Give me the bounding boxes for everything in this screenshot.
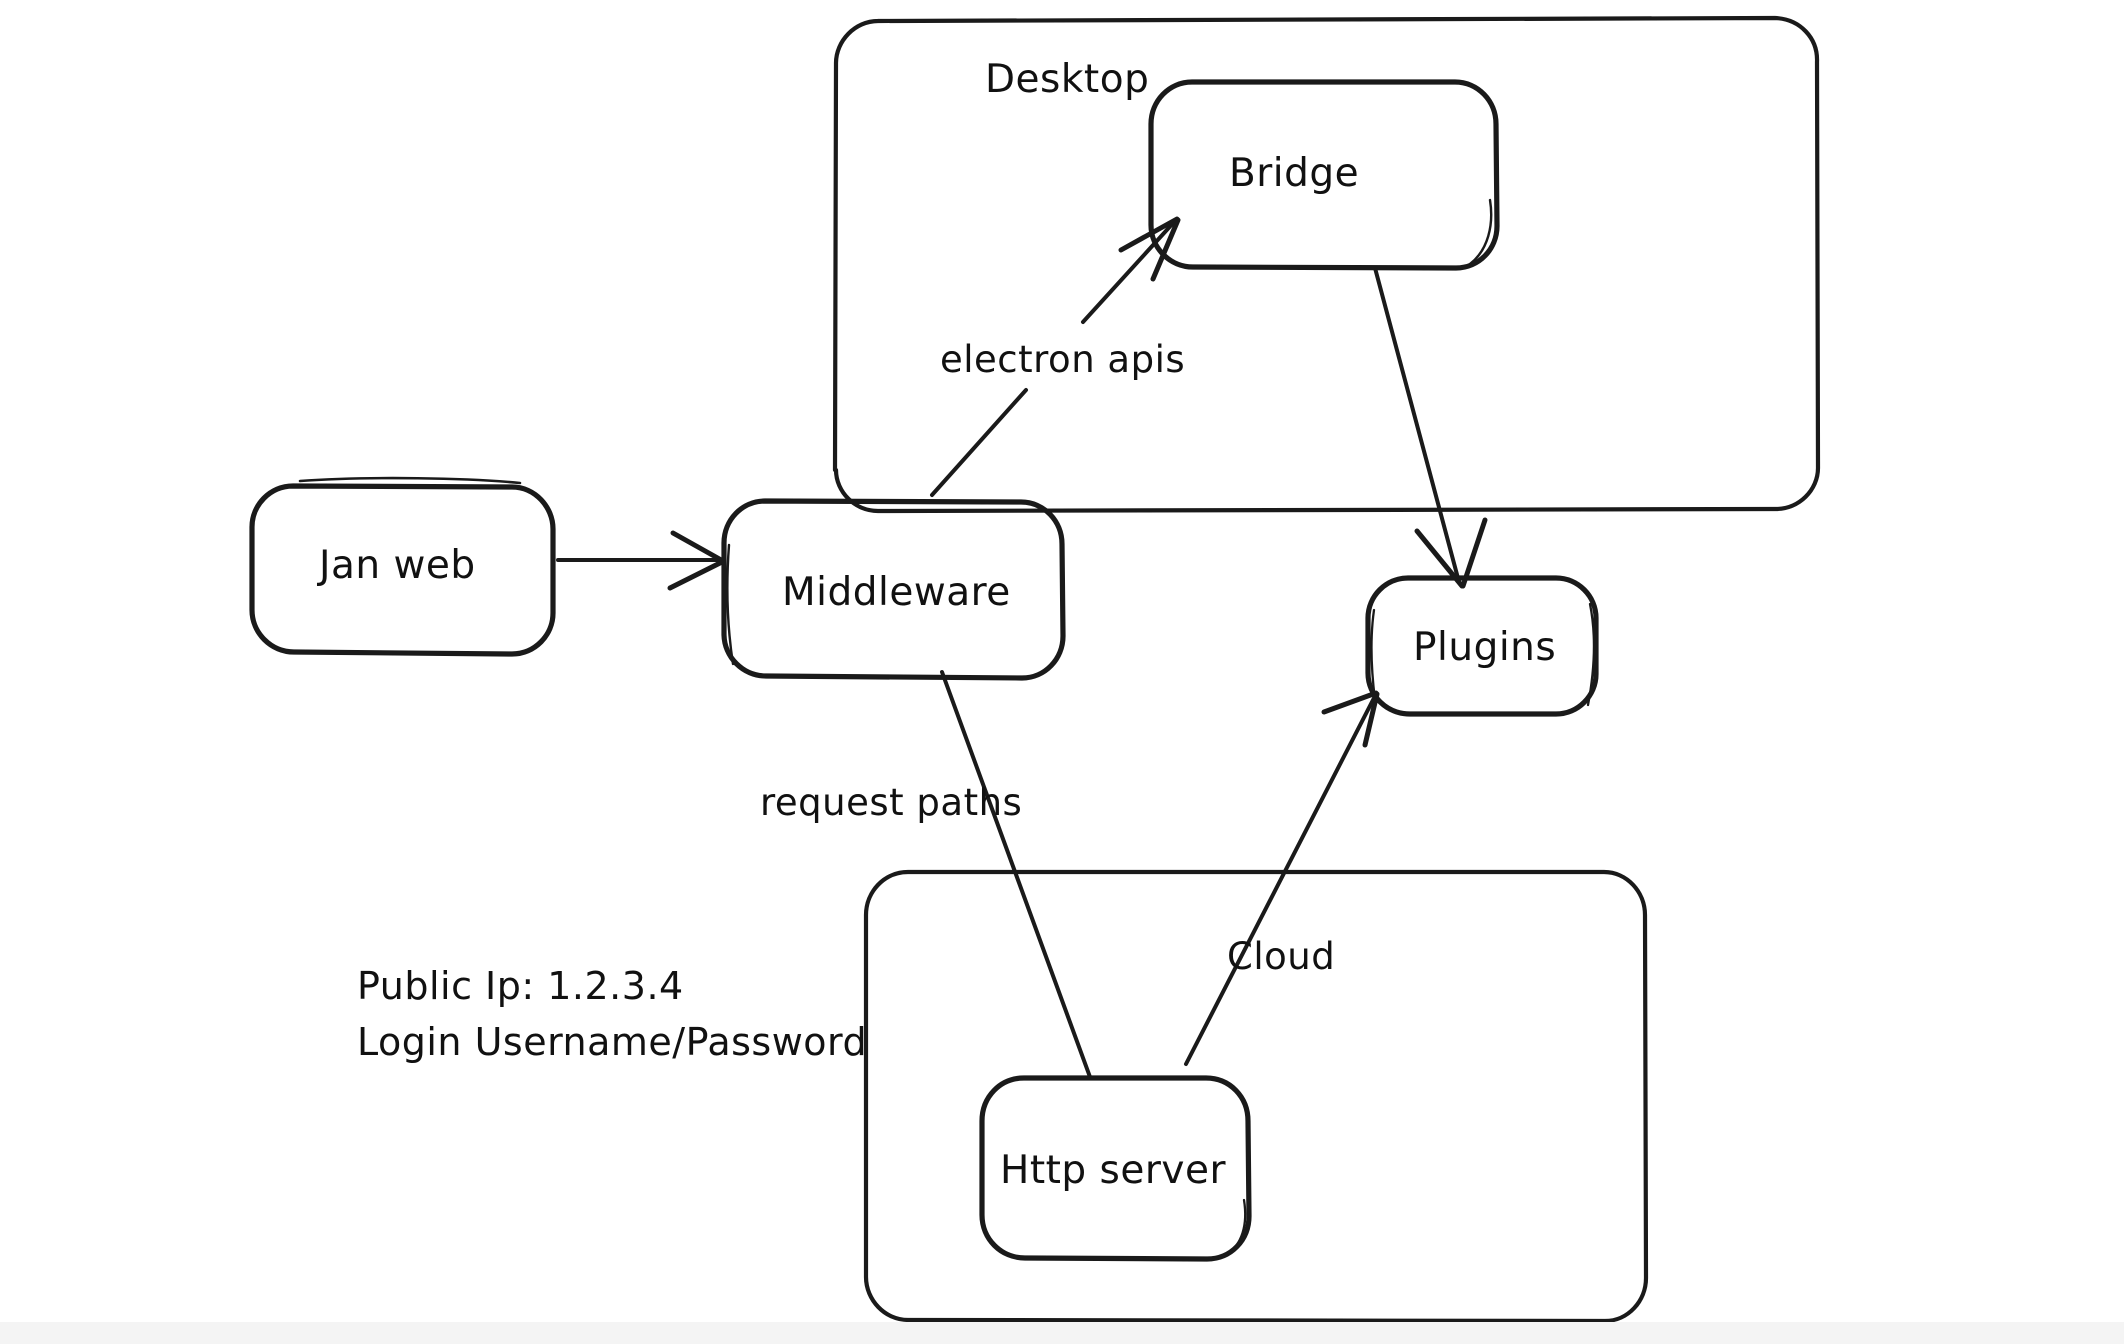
bottom-edge-strip xyxy=(0,1322,2124,1344)
group-cloud[interactable] xyxy=(863,869,1649,1324)
node-plugins[interactable] xyxy=(1365,575,1599,717)
note-login: Login Username/Password xyxy=(357,1020,867,1064)
node-http-server-label: Http server xyxy=(1000,1148,1226,1193)
edge-bridge-plugins[interactable] xyxy=(1373,266,1488,589)
node-plugins-label: Plugins xyxy=(1413,625,1556,670)
edge-electron-apis-label: electron apis xyxy=(940,338,1185,381)
node-bridge[interactable] xyxy=(1148,79,1500,271)
edge-request-paths-label: request paths xyxy=(760,781,1022,824)
node-http-server[interactable] xyxy=(979,1075,1252,1262)
edge-httpserver-plugins[interactable] xyxy=(1184,690,1380,1066)
edge-janweb-middleware[interactable] xyxy=(556,530,726,591)
note-public-ip: Public Ip: 1.2.3.4 xyxy=(357,964,684,1008)
edge-middleware-httpserver[interactable] xyxy=(940,670,1092,1079)
node-middleware[interactable] xyxy=(721,498,1066,681)
node-jan-web[interactable] xyxy=(249,476,556,657)
node-middleware-label: Middleware xyxy=(782,570,1011,615)
edge-middleware-bridge[interactable] xyxy=(930,216,1181,497)
node-jan-web-label: Jan web xyxy=(316,543,476,588)
node-bridge-label: Bridge xyxy=(1229,151,1359,196)
edge-cloud-label: Cloud xyxy=(1227,935,1335,978)
group-desktop-label: Desktop xyxy=(985,57,1149,102)
